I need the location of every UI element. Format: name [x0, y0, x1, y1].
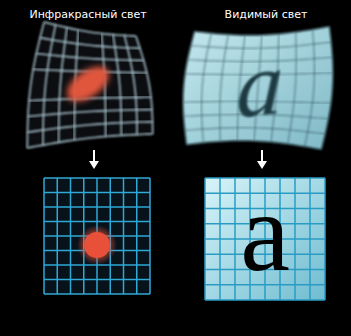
down-arrow: [89, 150, 99, 169]
grid-line: [187, 141, 322, 150]
grid-line: [113, 35, 121, 136]
infrared-spot-sharp: [84, 232, 110, 258]
grid-line: [322, 27, 333, 150]
infrared-spot-blurred: [61, 60, 115, 109]
grid-line: [324, 178, 326, 300]
grid-line: [288, 32, 296, 144]
grid-ground: [183, 27, 333, 150]
grid-ground: [27, 22, 152, 148]
grid-line: [294, 178, 296, 300]
regular-grid-infrared: [44, 178, 150, 294]
down-arrow: [257, 150, 267, 169]
grid-line: [28, 110, 152, 117]
grid-line: [136, 178, 138, 294]
grid-line: [27, 134, 152, 148]
panel-title: Инфракрасный свет: [29, 9, 146, 20]
grid-line: [123, 178, 125, 294]
blurred-letter: a: [235, 36, 285, 132]
sharp-letter: a: [240, 176, 290, 288]
grid-line: [44, 293, 150, 295]
infrared-spot-glow: [77, 225, 117, 265]
sensor-grid-ground: [44, 178, 150, 294]
grid-line: [305, 29, 315, 146]
grid-line: [149, 178, 151, 294]
grid-line: [44, 279, 150, 281]
panel-title: Видимый свет: [225, 9, 308, 20]
grid-line: [124, 35, 137, 134]
grid-line: [27, 122, 152, 133]
grid-line: [195, 27, 330, 36]
grid-line: [136, 36, 153, 134]
warped-grid-visible: [183, 27, 333, 150]
warped-grid-infrared: [27, 22, 152, 148]
grid-line: [205, 299, 325, 301]
grid-line: [309, 178, 311, 300]
